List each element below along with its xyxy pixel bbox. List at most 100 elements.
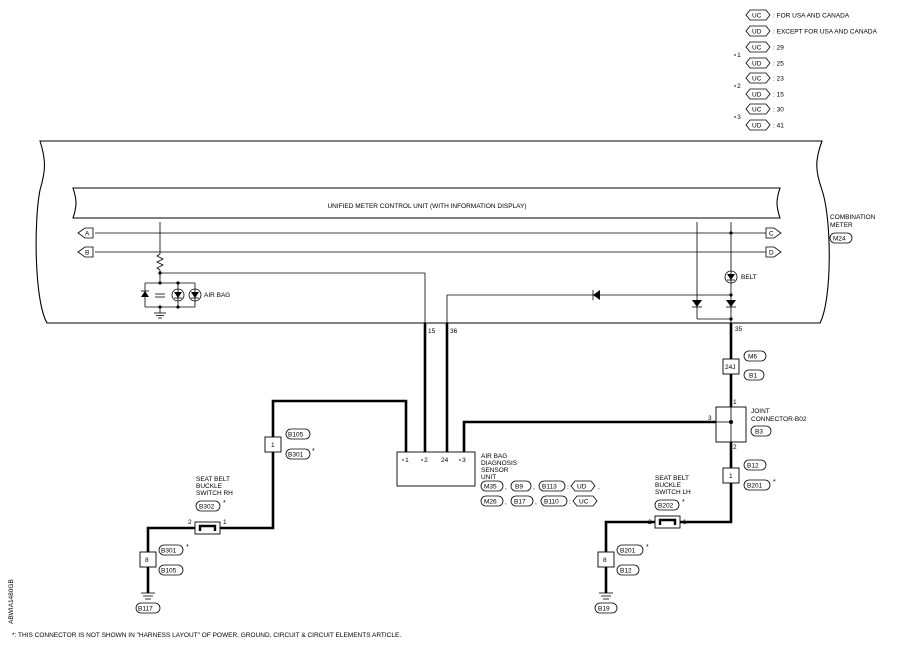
conn-b3: B3 [755, 429, 763, 436]
airbag-lamp-label: AIR BAG [204, 292, 230, 299]
sensor-conn-m26: M26 [484, 499, 497, 506]
pin-35-label: 35 [735, 326, 743, 333]
bus-c-label: C [769, 231, 774, 238]
conn-b105: B105 [161, 568, 177, 575]
airbag-led-icon [171, 288, 185, 302]
legend-star1: ⋆1 [733, 52, 741, 59]
sensor-comma: , [533, 484, 535, 491]
conn-b302: B302 [199, 504, 215, 511]
footnote-star: * [312, 448, 315, 455]
switch-pin-2: 2 [188, 519, 192, 526]
switch-pin-1: 1 [683, 519, 687, 526]
bus-a-label: A [85, 231, 90, 238]
sensor-colon: : [569, 499, 571, 506]
connector-rh-8: 8 B301 * B105 [139, 544, 189, 576]
bus-d-label: D [769, 250, 774, 257]
legend-tag: UC [752, 107, 762, 114]
ground-icon [141, 592, 155, 600]
sensor-ud-tag: UD [577, 484, 587, 491]
unit-title: UNIFIED METER CONTROL UNIT (WITH INFORMA… [327, 203, 526, 210]
conn-b201: B201 [747, 483, 763, 490]
meter-connector: M24 [833, 236, 846, 243]
footnote-star: * [682, 499, 685, 506]
sensor-label-line1: AIR BAG [481, 453, 507, 460]
legend-star2: ⋆2 [733, 83, 741, 90]
rh-label-line3: SWITCH RH [196, 490, 233, 497]
sensor-label-line4: UNIT [481, 474, 496, 481]
legend-tag: UC [752, 76, 762, 83]
side-code: ABWIA1480GB [8, 579, 15, 624]
wiring: 15 36 35 [146, 323, 743, 593]
legend-uc-tag: UC [752, 13, 762, 20]
sensor-conn-b9: B9 [515, 484, 523, 491]
conn-b201: B201 [620, 548, 636, 555]
joint-pin-1: 1 [733, 399, 737, 406]
sensor-conn-m35: M35 [484, 484, 497, 491]
joint-pin-3: 3 [708, 415, 712, 422]
legend: UC : FOR USA AND CANADA UD : EXCEPT FOR … [733, 9, 878, 131]
legend-uc-desc: : FOR USA AND CANADA [773, 13, 850, 20]
diode-icon [692, 300, 702, 307]
switch-pin-2: 2 [648, 519, 652, 526]
conn-b12: B12 [620, 568, 632, 575]
sensor-pin-star1: ⋆1 [401, 457, 409, 464]
joint-label-line2: CONNECTOR-B02 [751, 416, 807, 423]
conn-b105: B105 [288, 432, 304, 439]
legend-star3-uc: : 30 [773, 107, 784, 114]
legend-star3: ⋆3 [733, 114, 741, 121]
sensor-label-line2: DIAGNOSIS [481, 460, 518, 467]
belt-lamp-label: BELT [741, 274, 757, 281]
sensor-uc-tag: UC [579, 499, 589, 506]
terminal-8: 8 [145, 557, 149, 564]
sensor-pin-star2: ⋆2 [420, 457, 428, 464]
pin-15-label: 15 [428, 328, 436, 335]
meter-label-line1: COMBINATION [830, 214, 876, 221]
airbag-sensor-unit: ⋆1 ⋆2 24 ⋆3 AIR BAG DIAGNOSIS SENSOR UNI… [396, 451, 600, 507]
footnote-star: * [773, 479, 776, 486]
legend-ud-desc: : EXCEPT FOR USA AND CANADA [773, 29, 878, 36]
terminal-1: 1 [729, 473, 733, 480]
meter-label-line2: METER [830, 222, 853, 229]
legend-tag: UD [752, 92, 762, 99]
legend-star1-uc: : 29 [773, 45, 784, 52]
conn-b19: B19 [598, 606, 610, 613]
bus-b-label: B [85, 250, 89, 257]
legend-tag: UD [752, 61, 762, 68]
ground-b117: B117 [135, 592, 161, 614]
ground-b19: B19 [594, 592, 618, 614]
legend-star1-ud: : 25 [773, 61, 784, 68]
joint-label-line1: JOINT [751, 408, 770, 415]
sensor-pin-24: 24 [441, 457, 449, 464]
footnote-star: * [223, 500, 226, 507]
conn-b301: B301 [288, 452, 304, 459]
footnote: *: THIS CONNECTOR IS NOT SHOWN IN "HARNE… [12, 632, 401, 639]
rh-label-line1: SEAT BELT [196, 476, 230, 483]
lh-label-line1: SEAT BELT [655, 475, 689, 482]
lh-label-line3: SWITCH LH [655, 489, 691, 496]
connector-24j: 24J M6 B1 [722, 350, 767, 381]
legend-star2-ud: : 15 [773, 92, 784, 99]
conn-b12: B12 [747, 463, 759, 470]
switch-icon [198, 524, 217, 531]
legend-star3-ud: : 41 [773, 123, 784, 130]
sensor-pin-star3: ⋆3 [458, 457, 466, 464]
conn-b1: B1 [749, 373, 757, 380]
conn-m6: M6 [748, 354, 757, 361]
footnote-star: * [186, 544, 189, 551]
conn-b301: B301 [161, 548, 177, 555]
conn-b117: B117 [138, 606, 153, 613]
sensor-label-line3: SENSOR [481, 467, 509, 474]
switch-pin-1: 1 [223, 519, 227, 526]
legend-tag: UD [752, 123, 762, 130]
lh-label-line2: BUCKLE [655, 482, 682, 489]
combination-meter: COMBINATION METER M24 UNIFIED METER CONT… [35, 140, 876, 324]
conn-b202: B202 [658, 503, 674, 510]
ground-icon [154, 312, 166, 319]
sensor-comma: , [598, 484, 600, 491]
joint-pin-2: 2 [733, 444, 737, 451]
sensor-comma: , [505, 499, 507, 506]
sensor-conn-b110: B110 [544, 499, 559, 506]
ground-icon [599, 592, 613, 600]
sensor-colon: : [567, 484, 569, 491]
